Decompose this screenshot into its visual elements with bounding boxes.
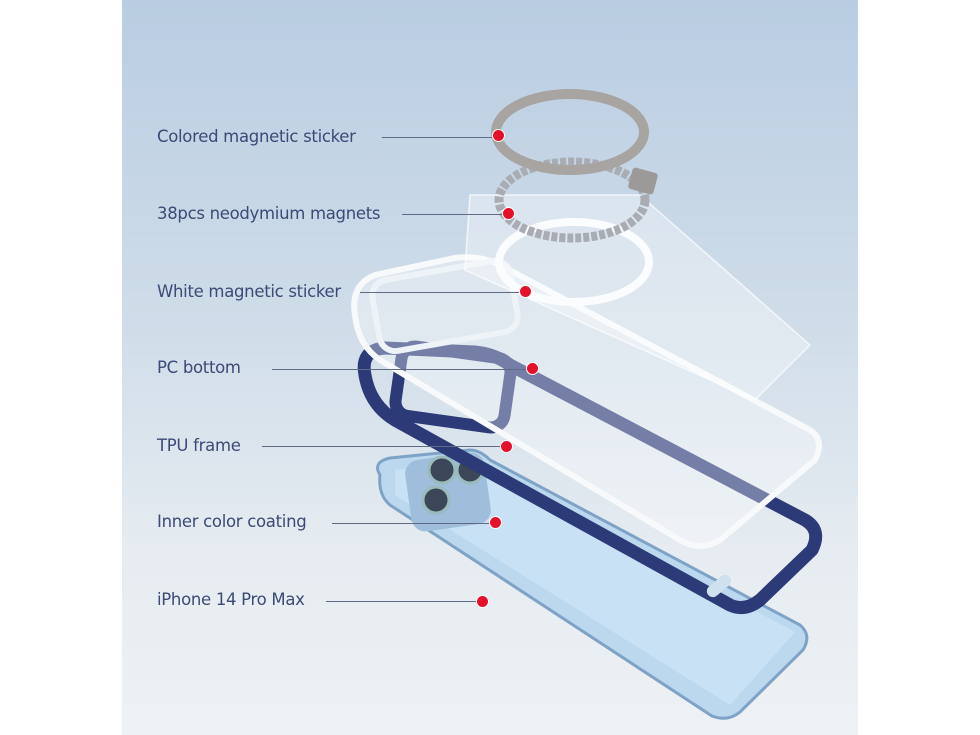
leader-line: [326, 601, 476, 603]
callout-dot: [476, 595, 489, 608]
leader-line: [360, 292, 520, 294]
leader-line: [262, 446, 500, 448]
callout-dot: [519, 285, 532, 298]
leader-line: [382, 137, 492, 139]
callout-label: 38pcs neodymium magnets: [157, 204, 381, 223]
neodymium-magnet-ring: [494, 157, 650, 243]
callout-label: Inner color coating: [157, 512, 307, 531]
callout-dot: [526, 362, 539, 375]
callout-dot: [502, 207, 515, 220]
leader-line: [272, 369, 526, 371]
callout-label: PC bottom: [157, 358, 241, 377]
leader-line: [402, 214, 502, 216]
pc-bottom-clear-case: [351, 254, 822, 549]
callout-dot: [489, 516, 502, 529]
white-magnetic-ring: [495, 218, 653, 306]
clear-back-plate: [464, 194, 812, 401]
callout-label: White magnetic sticker: [157, 282, 341, 301]
callout-label: iPhone 14 Pro Max: [157, 590, 305, 609]
callout-label: Colored magnetic sticker: [157, 127, 356, 146]
leader-line: [332, 523, 490, 525]
callout-dot: [492, 129, 505, 142]
callout-label: TPU frame: [157, 436, 241, 455]
callout-dot: [500, 440, 513, 453]
